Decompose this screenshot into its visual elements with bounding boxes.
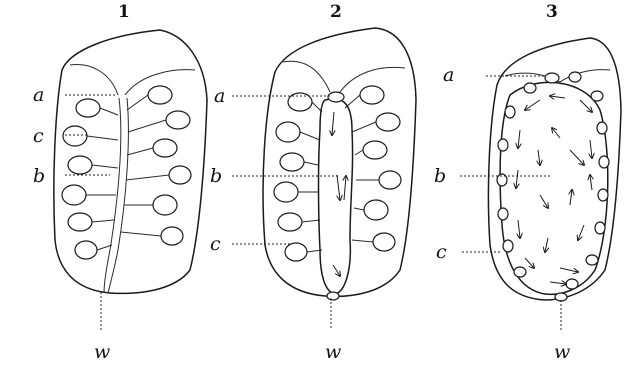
figure-2: a b c w — [210, 28, 416, 363]
figure-1-inner-fold — [70, 64, 118, 95]
figure-3-label-w: w — [554, 341, 570, 363]
figure-1: a c b w — [33, 30, 207, 363]
figure-1-number: 1 — [118, 2, 130, 22]
figure-3-number: 3 — [546, 2, 558, 22]
figure-2-label-w: w — [325, 341, 341, 363]
figure-3-label-a: a — [443, 64, 454, 86]
figure-1-label-c: c — [33, 125, 44, 147]
figure-1-label-a: a — [33, 84, 44, 106]
figure-1-label-b: b — [33, 165, 45, 187]
figure-3-label-b: b — [434, 165, 446, 187]
figure-3-current-arrows — [516, 96, 592, 284]
figure-2-label-a: a — [214, 85, 225, 107]
figure-2-lobes — [274, 86, 401, 261]
figure-3-label-c: c — [436, 241, 447, 263]
figure-2-number: 2 — [330, 2, 342, 22]
figure-2-label-c: c — [210, 233, 221, 255]
figure-3-peripheral-lobes — [497, 72, 609, 289]
figure-2-central-cavity — [319, 99, 353, 294]
figure-1-label-w: w — [94, 341, 110, 363]
figure-3: a b c w — [434, 38, 621, 363]
figure-2-label-b: b — [210, 165, 222, 187]
